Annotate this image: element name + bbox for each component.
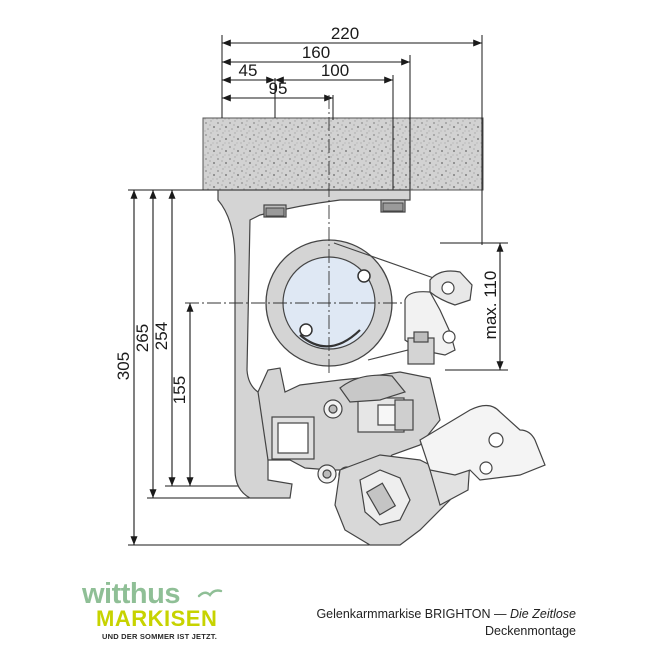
witthus-logo: witthus MARKISEN UND DER SOMMER IST JETZ… [82, 578, 232, 642]
caption-mounting: Deckenmontage [484, 624, 576, 638]
dim-label-155: 155 [170, 376, 189, 404]
dim-label-220: 220 [331, 24, 359, 43]
mounting-bolts [265, 202, 404, 217]
lower-arm-segment [334, 454, 471, 546]
front-clip [404, 270, 473, 365]
dim-label-100: 100 [321, 61, 349, 80]
center-lines [185, 95, 405, 375]
logo-wordmark-bottom: MARKISEN [96, 606, 218, 631]
caption-series: Die Zeitlose [510, 607, 576, 621]
dim-label-45: 45 [239, 61, 258, 80]
logo-tagline: UND DER SOMMER IST JETZT. [102, 632, 218, 641]
bird-icon [197, 589, 223, 598]
caption-product: Gelenkarmmarkise BRIGHTON — [316, 607, 510, 621]
caption-title: Gelenkarmmarkise BRIGHTON — Die Zeitlose [316, 606, 576, 623]
front-profile [419, 404, 546, 481]
product-caption: Gelenkarmmarkise BRIGHTON — Die Zeitlose… [316, 606, 576, 640]
arm-assembly [257, 367, 441, 484]
dim-label-305: 305 [114, 352, 133, 380]
logo-wordmark-top: witthus [82, 578, 181, 610]
dim-label-max110: max. 110 [481, 271, 500, 340]
dim-label-160: 160 [302, 43, 330, 62]
extension-lines [128, 35, 508, 546]
dim-label-254: 254 [152, 322, 171, 350]
ceiling-concrete [202, 117, 484, 191]
dim-label-95: 95 [269, 79, 288, 98]
technical-drawing: 220 160 45 100 95 305 265 254 155 max. 1… [114, 24, 546, 546]
dim-label-265: 265 [133, 324, 152, 352]
